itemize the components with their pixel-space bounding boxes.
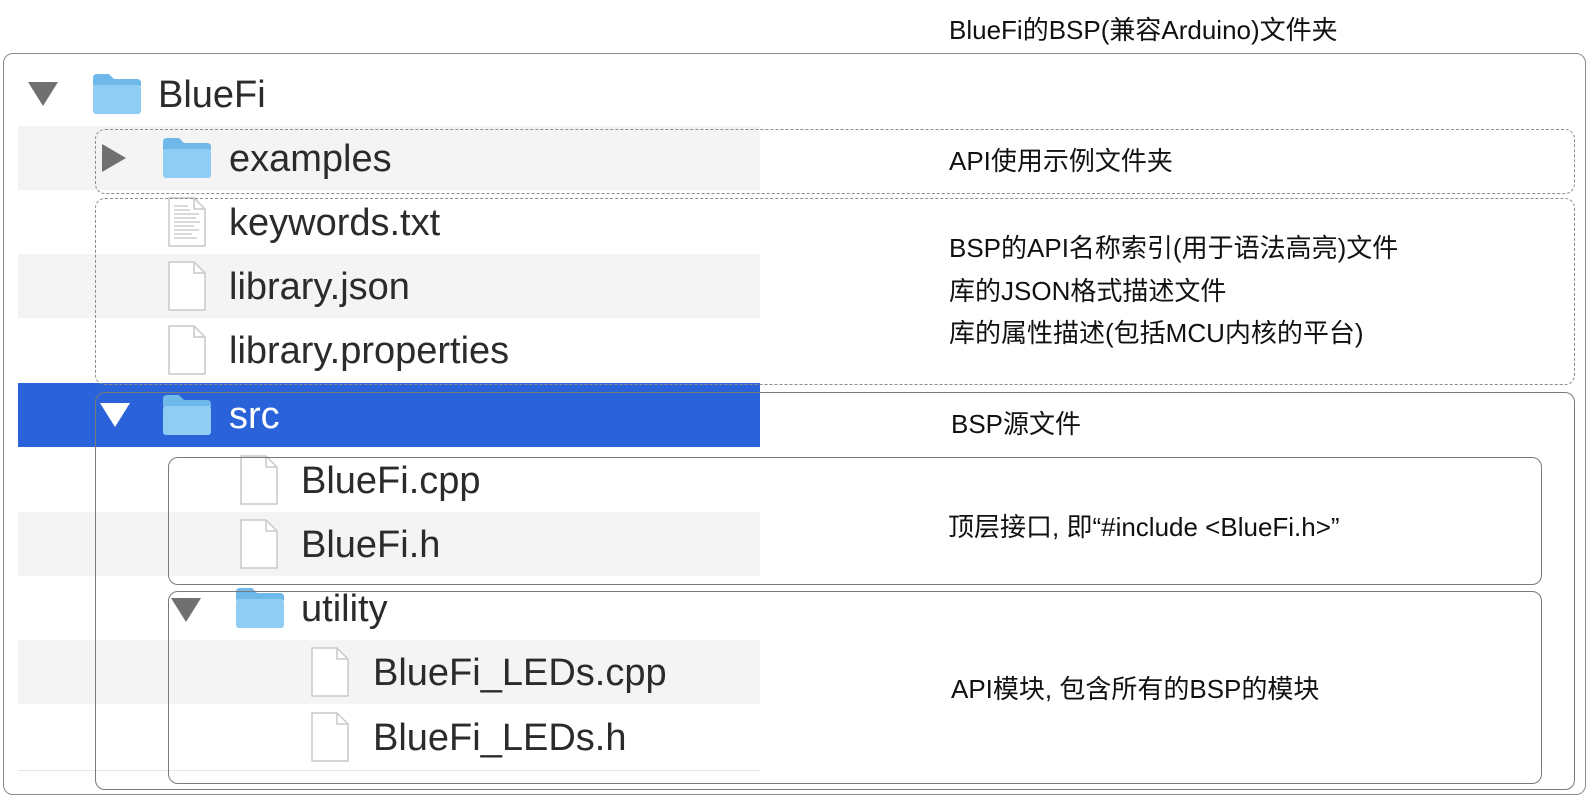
tree-row-library-properties[interactable]: library.properties (18, 318, 760, 382)
tree-item-label: library.properties (229, 330, 510, 372)
tree-item-label: library.json (229, 266, 410, 308)
tree-row-examples[interactable]: examples (18, 126, 760, 190)
tree-item-label: utility (301, 588, 388, 630)
tree-item-label: BlueFi_LEDs.cpp (373, 652, 667, 694)
meta-annotation-3: 库的属性描述(包括MCU内核的平台) (949, 318, 1364, 348)
document-icon (240, 455, 278, 505)
examples-dashed-box (95, 129, 1575, 194)
tree-item-label: BlueFi.cpp (301, 460, 481, 502)
document-icon (311, 647, 349, 697)
top-level-annotation: 顶层接口, 即“#include <BlueFi.h>” (948, 512, 1340, 542)
meta-annotation-1: BSP的API名称索引(用于语法高亮)文件 (949, 233, 1399, 263)
disclosure-triangle-icon[interactable] (171, 598, 201, 622)
meta-files-dashed-box (95, 198, 1575, 385)
tree-item-label: keywords.txt (229, 202, 441, 244)
meta-annotation-2: 库的JSON格式描述文件 (949, 276, 1227, 306)
outer-frame (3, 53, 1586, 795)
tree-row-library-json[interactable]: library.json (18, 254, 760, 318)
title-annotation: BlueFi的BSP(兼容Arduino)文件夹 (949, 15, 1338, 45)
utility-solid-box (168, 591, 1542, 784)
top-level-solid-box (168, 457, 1542, 585)
disclosure-triangle-icon[interactable] (102, 144, 126, 172)
src-annotation: BSP源文件 (951, 409, 1082, 439)
disclosure-triangle-icon[interactable] (28, 82, 58, 106)
row-divider (18, 770, 760, 771)
tree-row-leds-cpp[interactable]: BlueFi_LEDs.cpp (18, 640, 760, 704)
tree-item-label: examples (229, 138, 392, 180)
tree-row-src[interactable]: src (18, 383, 760, 447)
document-icon (168, 261, 206, 311)
tree-row-bluefi-cpp[interactable]: BlueFi.cpp (18, 448, 760, 512)
tree-item-label: BlueFi (158, 74, 266, 116)
disclosure-triangle-icon[interactable] (100, 403, 130, 427)
row-background (18, 254, 760, 318)
tree-row-bluefi[interactable]: BlueFi (18, 62, 760, 126)
row-background (18, 512, 760, 576)
src-solid-box (95, 392, 1575, 790)
tree-row-utility[interactable]: utility (18, 576, 760, 640)
tree-row-leds-h[interactable]: BlueFi_LEDs.h (18, 705, 760, 769)
tree-item-label: BlueFi.h (301, 524, 441, 566)
folder-icon (163, 138, 211, 178)
document-icon (311, 712, 349, 762)
tree-row-keywords[interactable]: keywords.txt (18, 190, 760, 254)
tree-item-label: BlueFi_LEDs.h (373, 717, 627, 759)
examples-annotation: API使用示例文件夹 (949, 146, 1173, 176)
tree-item-label: src (229, 395, 280, 437)
utility-annotation: API模块, 包含所有的BSP的模块 (951, 674, 1320, 704)
document-icon (240, 519, 278, 569)
row-background (18, 126, 760, 190)
tree-row-bluefi-h[interactable]: BlueFi.h (18, 512, 760, 576)
folder-icon (93, 74, 141, 114)
row-background (18, 640, 760, 704)
selected-row-background (18, 383, 760, 447)
folder-icon (163, 395, 211, 435)
document-icon (168, 325, 206, 375)
